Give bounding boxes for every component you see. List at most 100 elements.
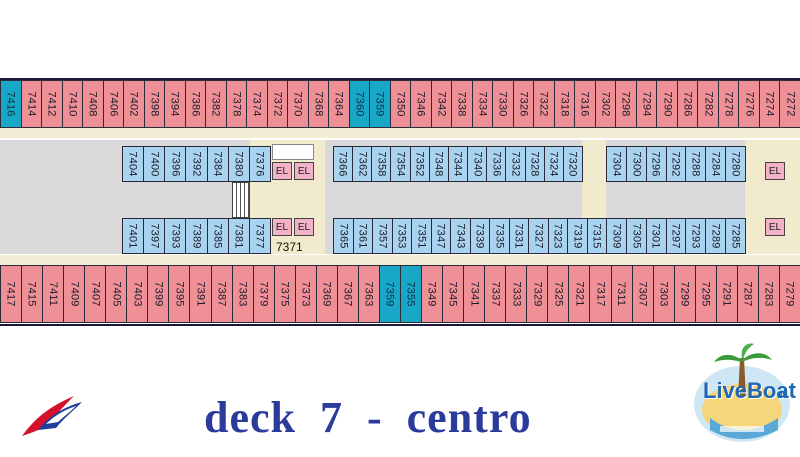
cabin-7289[interactable]: 7289: [705, 218, 727, 254]
cabin-7316[interactable]: 7316: [574, 80, 596, 128]
cabin-7403[interactable]: 7403: [126, 265, 149, 323]
cabin-7407[interactable]: 7407: [84, 265, 107, 323]
cabin-7352[interactable]: 7352: [409, 146, 430, 182]
cabin-7370[interactable]: 7370: [287, 80, 309, 128]
cabin-7278[interactable]: 7278: [717, 80, 740, 128]
cabin-7366[interactable]: 7366: [333, 146, 354, 182]
cabin-7359[interactable]: 7359: [369, 80, 391, 128]
cabin-7323[interactable]: 7323: [547, 218, 568, 254]
cabin-7330[interactable]: 7330: [492, 80, 514, 128]
cabin-7331[interactable]: 7331: [508, 218, 529, 254]
cabin-7384[interactable]: 7384: [206, 146, 229, 182]
cabin-7380[interactable]: 7380: [227, 146, 250, 182]
cabin-7358[interactable]: 7358: [371, 146, 392, 182]
cabin-7385[interactable]: 7385: [206, 218, 229, 254]
cabin-7417[interactable]: 7417: [0, 265, 23, 323]
cabin-7298[interactable]: 7298: [615, 80, 637, 128]
cabin-7411[interactable]: 7411: [42, 265, 65, 323]
cabin-7328[interactable]: 7328: [524, 146, 545, 182]
cabin-7340[interactable]: 7340: [467, 146, 488, 182]
cabin-7371[interactable]: 7371: [276, 240, 303, 254]
cabin-7295[interactable]: 7295: [694, 265, 717, 323]
cabin-7360[interactable]: 7360: [348, 80, 371, 128]
cabin-7393[interactable]: 7393: [164, 218, 187, 254]
cabin-7415[interactable]: 7415: [21, 265, 44, 323]
cabin-7354[interactable]: 7354: [390, 146, 411, 182]
cabin-7327[interactable]: 7327: [528, 218, 549, 254]
cabin-7363[interactable]: 7363: [357, 265, 380, 323]
cabin-7322[interactable]: 7322: [533, 80, 555, 128]
cabin-7367[interactable]: 7367: [336, 265, 359, 323]
cabin-7400[interactable]: 7400: [143, 146, 166, 182]
cabin-7368[interactable]: 7368: [307, 80, 330, 128]
cabin-7294[interactable]: 7294: [635, 80, 658, 128]
cabin-7303[interactable]: 7303: [652, 265, 675, 323]
cabin-7332[interactable]: 7332: [505, 146, 526, 182]
cabin-7347[interactable]: 7347: [430, 218, 451, 254]
cabin-7302[interactable]: 7302: [594, 80, 617, 128]
cabin-7345[interactable]: 7345: [442, 265, 465, 323]
cabin-7408[interactable]: 7408: [82, 80, 104, 128]
cabin-7336[interactable]: 7336: [486, 146, 507, 182]
cabin-7292[interactable]: 7292: [665, 146, 687, 182]
cabin-7329[interactable]: 7329: [526, 265, 549, 323]
cabin-7272[interactable]: 7272: [779, 80, 800, 128]
cabin-7379[interactable]: 7379: [252, 265, 275, 323]
cabin-7395[interactable]: 7395: [168, 265, 191, 323]
cabin-7282[interactable]: 7282: [697, 80, 719, 128]
cabin-7410[interactable]: 7410: [61, 80, 84, 128]
cabin-7283[interactable]: 7283: [757, 265, 780, 323]
cabin-7364[interactable]: 7364: [328, 80, 350, 128]
cabin-7279[interactable]: 7279: [778, 265, 800, 323]
cabin-7280[interactable]: 7280: [725, 146, 746, 182]
cabin-7378[interactable]: 7378: [225, 80, 248, 128]
cabin-7311[interactable]: 7311: [610, 265, 633, 323]
cabin-7402[interactable]: 7402: [123, 80, 145, 128]
cabin-7377[interactable]: 7377: [248, 218, 271, 254]
cabin-7387[interactable]: 7387: [210, 265, 233, 323]
cabin-7291[interactable]: 7291: [715, 265, 738, 323]
cabin-7318[interactable]: 7318: [553, 80, 576, 128]
cabin-7350[interactable]: 7350: [389, 80, 412, 128]
cabin-7315[interactable]: 7315: [586, 218, 607, 254]
cabin-7359[interactable]: 7359: [378, 265, 401, 323]
cabin-7320[interactable]: 7320: [562, 146, 583, 182]
cabin-7335[interactable]: 7335: [489, 218, 510, 254]
cabin-7339[interactable]: 7339: [469, 218, 490, 254]
cabin-7405[interactable]: 7405: [105, 265, 128, 323]
cabin-7284[interactable]: 7284: [705, 146, 727, 182]
cabin-7326[interactable]: 7326: [512, 80, 535, 128]
cabin-7349[interactable]: 7349: [421, 265, 444, 323]
cabin-7301[interactable]: 7301: [645, 218, 667, 254]
cabin-7341[interactable]: 7341: [463, 265, 486, 323]
cabin-7392[interactable]: 7392: [185, 146, 208, 182]
cabin-7325[interactable]: 7325: [547, 265, 570, 323]
cabin-7344[interactable]: 7344: [447, 146, 469, 182]
cabin-7333[interactable]: 7333: [505, 265, 528, 323]
cabin-7342[interactable]: 7342: [430, 80, 453, 128]
cabin-7414[interactable]: 7414: [20, 80, 42, 128]
cabin-7361[interactable]: 7361: [352, 218, 373, 254]
cabin-7299[interactable]: 7299: [673, 265, 696, 323]
cabin-7382[interactable]: 7382: [205, 80, 227, 128]
cabin-7386[interactable]: 7386: [184, 80, 207, 128]
cabin-7383[interactable]: 7383: [231, 265, 254, 323]
cabin-7346[interactable]: 7346: [410, 80, 432, 128]
cabin-7307[interactable]: 7307: [631, 265, 654, 323]
cabin-7319[interactable]: 7319: [567, 218, 588, 254]
cabin-7293[interactable]: 7293: [685, 218, 707, 254]
cabin-7321[interactable]: 7321: [568, 265, 591, 323]
cabin-7374[interactable]: 7374: [246, 80, 268, 128]
cabin-7389[interactable]: 7389: [185, 218, 208, 254]
cabin-7404[interactable]: 7404: [122, 146, 145, 182]
cabin-7396[interactable]: 7396: [164, 146, 187, 182]
cabin-7373[interactable]: 7373: [294, 265, 317, 323]
cabin-7337[interactable]: 7337: [484, 265, 507, 323]
cabin-7372[interactable]: 7372: [266, 80, 289, 128]
cabin-7355[interactable]: 7355: [400, 265, 423, 323]
cabin-7397[interactable]: 7397: [143, 218, 166, 254]
cabin-7334[interactable]: 7334: [471, 80, 494, 128]
cabin-7290[interactable]: 7290: [656, 80, 678, 128]
cabin-7416[interactable]: 7416: [0, 80, 22, 128]
cabin-7376[interactable]: 7376: [248, 146, 271, 182]
